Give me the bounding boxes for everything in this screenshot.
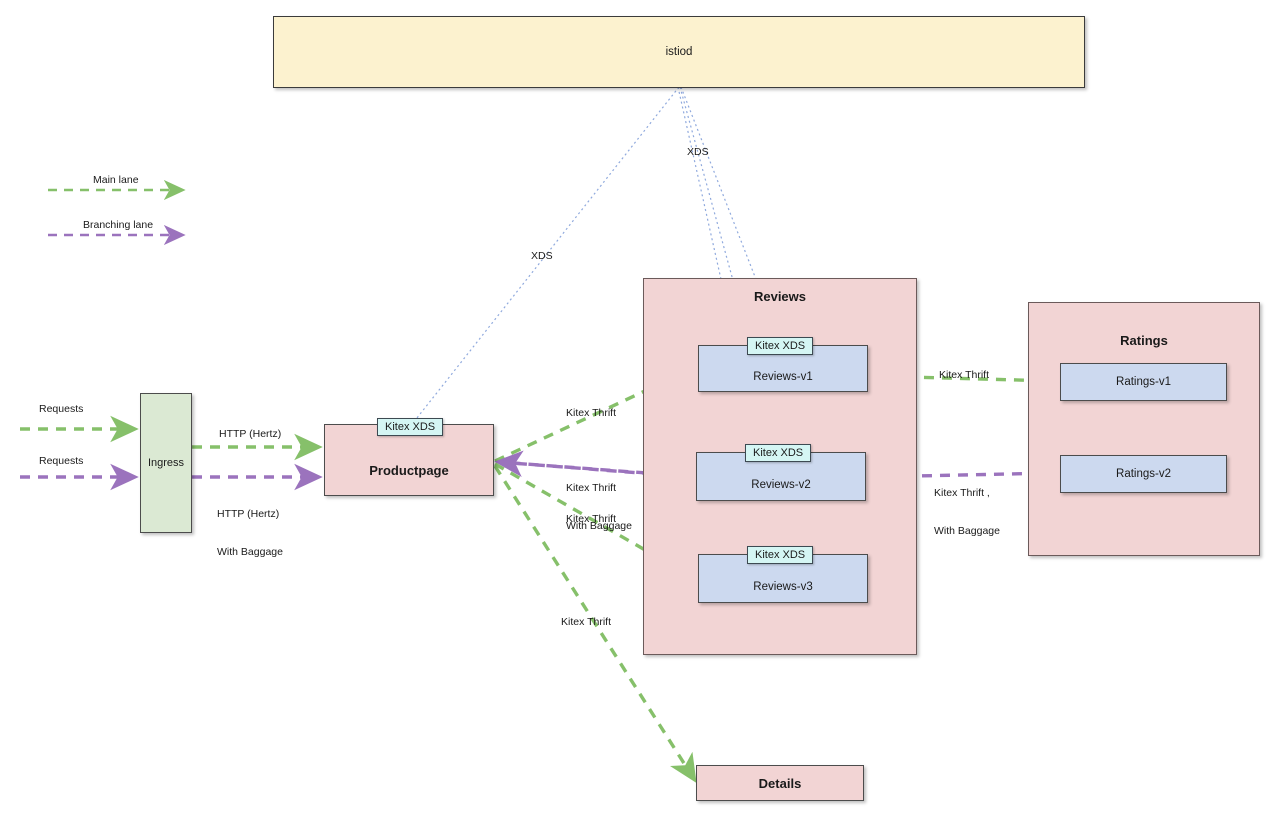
node-ratings-v2[interactable]: Ratings-v2 [1060, 455, 1227, 493]
node-ingress[interactable]: Ingress [140, 393, 192, 533]
node-ingress-label: Ingress [147, 457, 185, 469]
node-ratings-v2-label: Ratings-v2 [1116, 468, 1171, 480]
node-reviews-v3[interactable]: Reviews-v3 Kitex XDS [698, 546, 868, 603]
group-ratings: Ratings [1028, 302, 1260, 556]
node-productpage-label: Productpage [369, 462, 449, 478]
node-reviews-v1[interactable]: Reviews-v1 Kitex XDS [698, 337, 868, 392]
edge-label-line-1: Kitex Thrift , [934, 487, 990, 499]
edge-label-line-2: With Baggage [566, 519, 632, 532]
node-ratings-v1[interactable]: Ratings-v1 [1060, 363, 1227, 401]
edge-label-line-2: With Baggage [934, 524, 1000, 537]
edge-label-requests-branching: Requests [39, 455, 84, 467]
node-istiod[interactable]: istiod [273, 16, 1085, 88]
edge-label-line-1: Kitex Thrift [566, 482, 616, 494]
edge-label-kitex-thrift-ratings-v1: Kitex Thrift [939, 369, 989, 381]
edge-label-line-1: HTTP (Hertz) [217, 508, 280, 520]
node-details-label: Details [758, 775, 802, 791]
edge-label-requests-main: Requests [39, 403, 84, 415]
group-ratings-title: Ratings [1120, 333, 1168, 348]
edge-label-http-hertz: HTTP (Hertz) [219, 428, 282, 440]
node-productpage[interactable]: Productpage Kitex XDS [324, 418, 494, 496]
node-reviews-v3-label: Reviews-v3 [753, 580, 813, 593]
edge-label-kitex-thrift-baggage-reviews-v2: Kitex Thrift With Baggage [566, 457, 632, 557]
edge-label-xds-reviews: XDS [687, 146, 709, 158]
edge-label-http-hertz-baggage: HTTP (Hertz) With Baggage [217, 483, 283, 583]
kitex-xds-badge[interactable]: Kitex XDS [747, 337, 814, 355]
edge-label-line-2: With Baggage [217, 545, 283, 558]
edge-label-kitex-thrift-reviews-v1: Kitex Thrift [566, 407, 616, 419]
node-reviews-v2-label: Reviews-v2 [751, 478, 811, 491]
edge-label-kitex-thrift-details: Kitex Thrift [561, 616, 611, 628]
node-reviews-v2[interactable]: Reviews-v2 Kitex XDS [696, 444, 866, 501]
kitex-xds-badge[interactable]: Kitex XDS [745, 444, 812, 462]
group-reviews-title: Reviews [753, 289, 807, 304]
kitex-xds-badge[interactable]: Kitex XDS [377, 418, 444, 436]
node-details[interactable]: Details [696, 765, 864, 801]
kitex-xds-badge[interactable]: Kitex XDS [747, 546, 814, 564]
edge-label-xds-productpage: XDS [531, 250, 553, 262]
legend-label-main-lane: Main lane [93, 174, 139, 186]
legend-label-branching-lane: Branching lane [83, 219, 154, 231]
node-ratings-v1-label: Ratings-v1 [1116, 376, 1171, 388]
node-reviews-v1-label: Reviews-v1 [753, 370, 813, 383]
edge-label-kitex-thrift-baggage-ratings-v2: Kitex Thrift , With Baggage [934, 462, 1000, 562]
edge-label-kitex-thrift-reviews-v3: Kitex Thrift [566, 513, 616, 525]
node-istiod-label: istiod [665, 46, 693, 58]
